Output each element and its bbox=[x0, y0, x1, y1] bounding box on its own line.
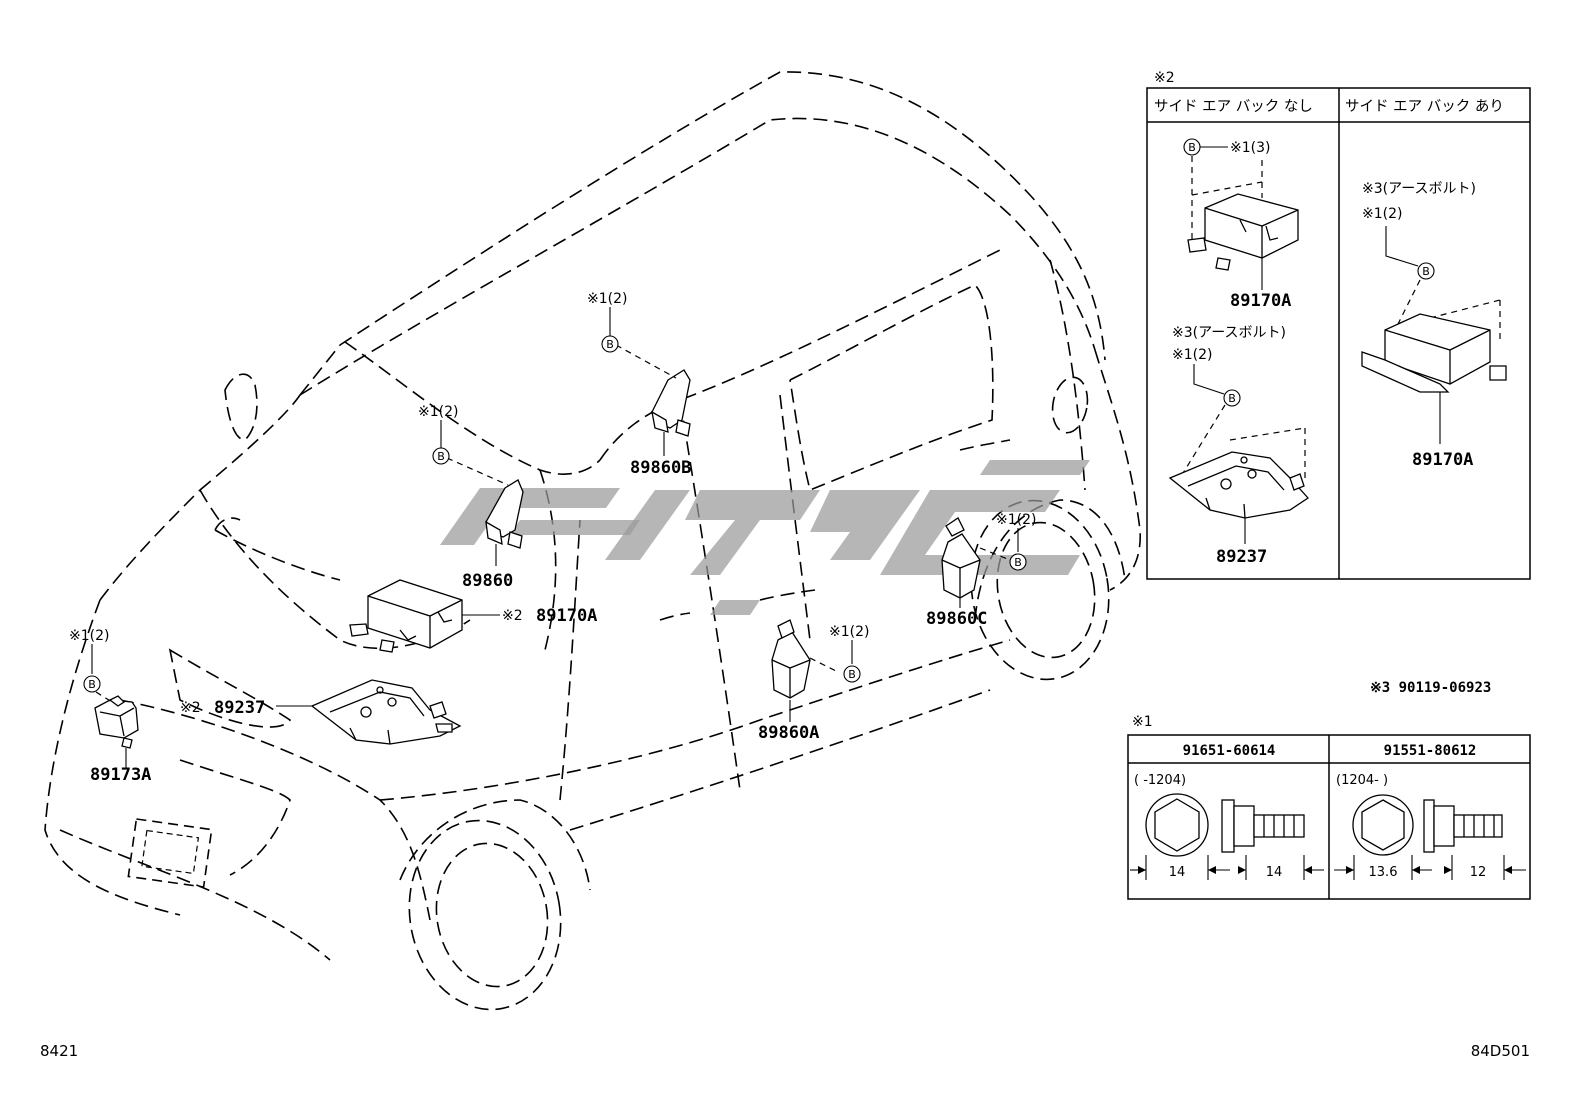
svg-text:B: B bbox=[437, 450, 445, 463]
bolt-drawing-col2 bbox=[1334, 794, 1526, 880]
bolt-marker-b-89860c: B bbox=[1009, 553, 1027, 571]
svg-text:B: B bbox=[1014, 556, 1022, 569]
bolt-length-col2: 12 bbox=[1470, 865, 1487, 880]
callout-89860b: 89860B bbox=[630, 458, 691, 478]
header-with-side-airbag: サイド エア バック あり bbox=[1345, 98, 1504, 115]
left-part-89237: 89237 bbox=[1216, 547, 1267, 567]
svg-text:B: B bbox=[88, 678, 96, 691]
callout-note-89170a: ※2 bbox=[502, 608, 523, 624]
right-earth-bolt-sub: ※1(2) bbox=[1362, 206, 1402, 222]
callout-89860c: 89860C bbox=[926, 609, 987, 629]
bolt-table-note: ※1 bbox=[1132, 714, 1153, 730]
svg-text:B: B bbox=[848, 668, 856, 681]
right-earth-bolt-ref: ※3(アースボルト) bbox=[1362, 181, 1476, 197]
bolt-range-col2: (1204- ) bbox=[1336, 773, 1388, 788]
part-89860b-sensor bbox=[651, 369, 691, 456]
bolt-ref-89860c: ※1(2) bbox=[996, 512, 1036, 528]
svg-text:B: B bbox=[1188, 141, 1196, 154]
left-part-89170a: 89170A bbox=[1230, 291, 1291, 311]
bolt-ref-89860a: ※1(2) bbox=[829, 624, 869, 640]
footer-left-code: 8421 bbox=[40, 1042, 78, 1060]
footer-right-code: 84D501 bbox=[1471, 1042, 1530, 1060]
variant-table-note: ※2 bbox=[1154, 70, 1175, 86]
bolt-drawing-col1 bbox=[1130, 793, 1324, 880]
bolt-marker-b-89173a: B bbox=[83, 675, 101, 693]
part-89170a-ecu bbox=[349, 579, 500, 653]
part-89860-sensor bbox=[485, 479, 524, 566]
vehicle-outline bbox=[44, 71, 1141, 1011]
bolt-ref-89860b: ※1(2) bbox=[587, 291, 627, 307]
bolt-lead-89860a bbox=[809, 657, 839, 673]
right-part-89170a: 89170A bbox=[1412, 450, 1473, 470]
right-ecu-illustration: B bbox=[1361, 226, 1507, 444]
bolt-part-91651-60614: 91651-60614 bbox=[1183, 743, 1276, 759]
svg-text:B: B bbox=[1228, 392, 1236, 405]
callout-89170a: 89170A bbox=[536, 606, 597, 626]
left-ecu-illustration: B bbox=[1183, 138, 1299, 290]
callout-89860: 89860 bbox=[462, 571, 513, 591]
callout-89237: 89237 bbox=[214, 698, 265, 718]
left-earth-bolt-sub: ※1(2) bbox=[1172, 347, 1212, 363]
bolt-ref-89173a: ※1(2) bbox=[69, 628, 109, 644]
watermark-logo bbox=[440, 460, 1090, 615]
variant-table: ※2 サイド エア バック なし サイド エア バック あり B ※1(3) 8… bbox=[1146, 70, 1531, 580]
bolt-part-91551-80612: 91551-80612 bbox=[1384, 743, 1477, 759]
callout-89860a: 89860A bbox=[758, 723, 819, 743]
bolt-marker-b-89860b: B bbox=[601, 335, 619, 353]
callout-89173a: 89173A bbox=[90, 765, 151, 785]
bolt-head-size-col1: 14 bbox=[1169, 865, 1186, 880]
bolt-ref-89860: ※1(2) bbox=[418, 404, 458, 420]
bolt-lead-89860c bbox=[979, 547, 1011, 561]
bolt-lead-89860b bbox=[615, 344, 677, 379]
part-89237-bracket bbox=[276, 679, 462, 745]
callout-note-89237: ※2 bbox=[180, 700, 201, 716]
bolt-head-size-col2: 13.6 bbox=[1369, 865, 1398, 880]
part-89860a-sensor bbox=[771, 619, 811, 722]
left-bolt-ref: ※1(3) bbox=[1230, 140, 1270, 156]
bolt-dash-89173a bbox=[95, 691, 113, 703]
bolt-range-col1: ( -1204) bbox=[1134, 773, 1186, 788]
part-89173a-sensor bbox=[94, 695, 139, 768]
svg-text:B: B bbox=[1422, 265, 1430, 278]
bolt-marker-b-89860: B bbox=[432, 447, 450, 465]
left-bracket-illustration: B bbox=[1168, 364, 1309, 544]
svg-text:B: B bbox=[606, 338, 614, 351]
bolt-length-col1: 14 bbox=[1266, 865, 1283, 880]
header-no-side-airbag: サイド エア バック なし bbox=[1154, 98, 1313, 115]
bolt-table: ※1 91651-60614 91551-80612 ( -1204) (120… bbox=[1127, 714, 1531, 900]
part-89860c-sensor bbox=[941, 517, 981, 608]
bolt-lead-89860 bbox=[446, 457, 509, 486]
earth-bolt-note: ※3 90119-06923 bbox=[1370, 680, 1491, 696]
bolt-marker-b-89860a: B bbox=[843, 665, 861, 683]
left-earth-bolt-ref: ※3(アースボルト) bbox=[1172, 325, 1286, 341]
